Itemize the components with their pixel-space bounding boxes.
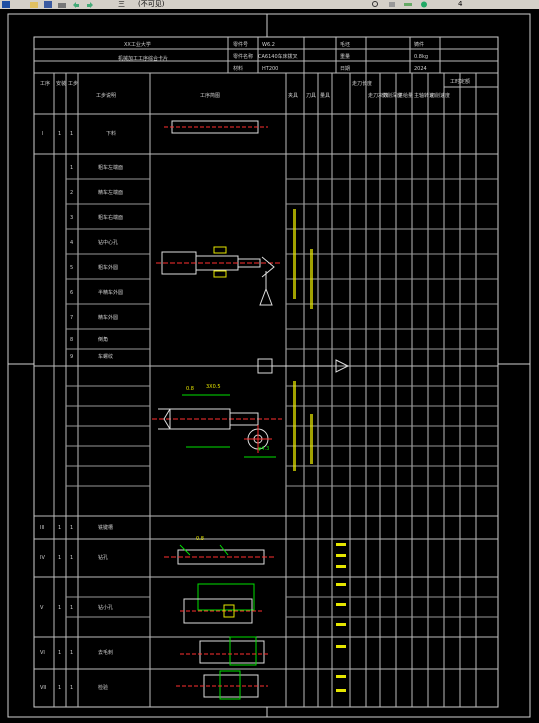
col-header-feed: 进给量: [398, 93, 414, 99]
card-title: 机械加工工序综合卡片: [118, 56, 169, 62]
row-desc: 钻孔: [98, 555, 109, 561]
row-step: 4: [70, 240, 74, 246]
header-label-1: 零件号: [233, 42, 249, 48]
row-inst: 1: [58, 131, 62, 137]
save-icon[interactable]: [44, 1, 52, 8]
toolbar-label-right: 4: [458, 0, 463, 8]
undo-icon[interactable]: [72, 1, 80, 8]
row-desc: 车螺纹: [98, 354, 114, 360]
row-step: 1: [70, 685, 74, 691]
header-value-1: W6.2: [262, 42, 275, 48]
col-header-op: 工序: [40, 81, 51, 87]
dimension-label: 0.8: [186, 386, 194, 392]
col-header-desc: 工步说明: [96, 93, 117, 99]
zoom-icon[interactable]: [372, 1, 380, 8]
folder-icon[interactable]: [30, 1, 38, 8]
school-name: XX工业大学: [124, 42, 151, 48]
shaft-sketch-3: [164, 544, 276, 565]
drawing-canvas[interactable]: XX工业大学 机械加工工序综合卡片 零件号 零件名称 材料 W6.2 CA614…: [0, 9, 539, 723]
row-step: 1: [70, 605, 74, 611]
dimension-label: φ4.3: [258, 446, 270, 452]
row-step: 7: [70, 315, 74, 321]
print-icon[interactable]: [58, 1, 66, 8]
row-op: VI: [40, 650, 45, 656]
row-step: 3: [70, 215, 74, 221]
row-step: 1: [70, 525, 74, 531]
col-header-length: 走刀长度: [352, 81, 373, 87]
shaft-sketch-2: [152, 394, 282, 458]
header-label-6: 日期: [340, 66, 351, 72]
pan-icon[interactable]: [388, 1, 396, 8]
app-icon[interactable]: [2, 1, 10, 8]
header-label-3: 材料: [233, 66, 244, 72]
row-inst: 1: [58, 555, 62, 561]
redo-icon[interactable]: [86, 1, 94, 8]
col-header-cutspeed: 切削速度: [430, 93, 451, 99]
col-header-tool: 刀具: [306, 93, 317, 99]
col-header-inst: 安装: [56, 81, 67, 87]
row-op: IV: [40, 555, 45, 561]
shaft-sketch-1: [156, 246, 280, 306]
row-inst: 1: [58, 525, 62, 531]
header-label-5: 重量: [340, 54, 351, 60]
row-desc: 精车左端面: [98, 190, 124, 196]
header-value-4: 铸件: [414, 42, 425, 48]
col-header-time: 工时定额: [450, 79, 471, 85]
row-desc: 铣键槽: [98, 525, 114, 531]
row-step: 1: [70, 131, 74, 137]
col-header-depth: 切削深度: [382, 93, 403, 99]
row-desc: 检验: [98, 685, 109, 691]
layer-icon[interactable]: [404, 1, 412, 8]
row-op: V: [40, 605, 44, 611]
row-op: I: [42, 131, 44, 137]
row-step: 1: [70, 165, 74, 171]
row-step: 9: [70, 354, 74, 360]
dimension-label: 3X0.5: [206, 384, 221, 390]
header-label-2: 零件名称: [233, 54, 254, 60]
dimension-label: 0.8: [196, 536, 204, 542]
row-step: 5: [70, 265, 74, 271]
toolbar-label-mid: (不可见): [138, 0, 165, 8]
row-desc: 钻小孔: [98, 605, 114, 611]
part-sketch-6: [176, 670, 268, 700]
row-inst: 1: [58, 685, 62, 691]
toolbar-label-left: 三: [118, 0, 125, 8]
row-step: 6: [70, 290, 74, 296]
row-step: 1: [70, 555, 74, 561]
part-sketch-4: [180, 583, 262, 624]
row-op: VII: [40, 685, 47, 691]
header-value-6: 2024: [414, 66, 427, 72]
row-desc: 下料: [106, 131, 117, 137]
col-header-sketch: 工序简图: [200, 93, 221, 99]
row-step: 1: [70, 650, 74, 656]
col-header-speed: 主轴转速: [414, 93, 435, 99]
row-step: 8: [70, 337, 74, 343]
header-value-3: HT200: [262, 66, 279, 72]
row-step: 2: [70, 190, 74, 196]
help-icon[interactable]: [420, 1, 428, 8]
col-header-fixture: 夹具: [288, 93, 299, 99]
part-sketch-5: [180, 636, 270, 666]
row-inst: 1: [58, 605, 62, 611]
row-desc: 倒角: [98, 337, 109, 343]
row-inst: 1: [58, 650, 62, 656]
row-desc: 去毛刺: [98, 650, 114, 656]
row-desc: 钻中心孔: [98, 240, 119, 246]
row-desc: 粗车外圆: [98, 265, 119, 271]
col-header-gauge: 量具: [320, 93, 331, 99]
row-desc: 半精车外圆: [98, 290, 124, 296]
row-desc: 粗车左端面: [98, 165, 124, 171]
row-desc: 精车外圆: [98, 315, 119, 321]
col-header-passes: 走刀次数: [368, 93, 389, 99]
row-desc: 粗车右端面: [98, 215, 124, 221]
row-op: III: [40, 525, 45, 531]
cad-drawing: [7, 13, 531, 718]
header-value-2: CA6140车床拨叉: [258, 54, 298, 60]
header-value-5: 0.8kg: [414, 54, 429, 60]
header-label-4: 毛坯: [340, 42, 351, 48]
col-header-step: 工步: [68, 81, 79, 87]
